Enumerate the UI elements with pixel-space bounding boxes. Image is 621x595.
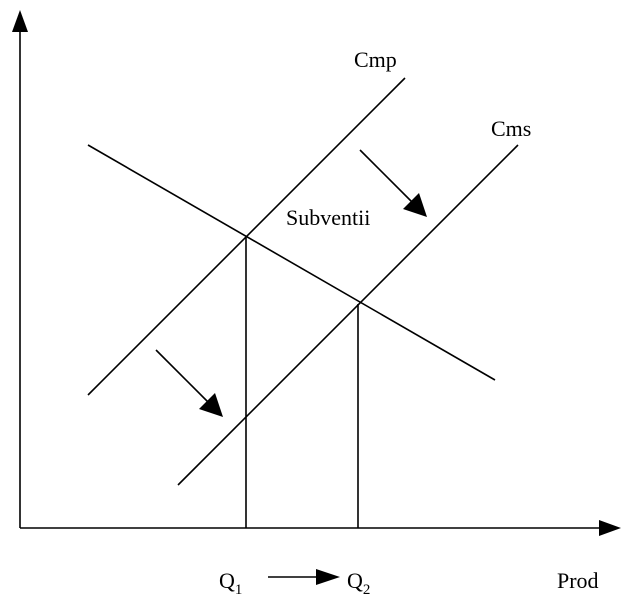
upper-shift-arrowhead [403, 193, 427, 217]
q1-main-label: Q [219, 568, 235, 593]
q2-label: Q2 [347, 568, 370, 595]
lower-shift-arrow-line [155, 349, 211, 405]
y-axis-arrowhead [12, 10, 28, 32]
q2-main-label: Q [347, 568, 363, 593]
q1-label: Q1 [219, 568, 242, 595]
upper-shift-arrow-line [359, 149, 415, 205]
demand-curve [87, 144, 496, 381]
cms-curve [177, 144, 519, 486]
q2-subscript-label: 2 [363, 582, 371, 595]
subsidy-label: Subventii [286, 205, 370, 230]
q1-subscript-label: 1 [235, 582, 243, 595]
quantity-shift-arrowhead [316, 569, 340, 585]
x-axis-label: Prod [557, 568, 599, 593]
cms-label: Cms [491, 116, 531, 141]
x-axis-arrowhead [599, 520, 621, 536]
cmp-label: Cmp [354, 47, 397, 72]
lower-shift-arrowhead [199, 393, 223, 417]
